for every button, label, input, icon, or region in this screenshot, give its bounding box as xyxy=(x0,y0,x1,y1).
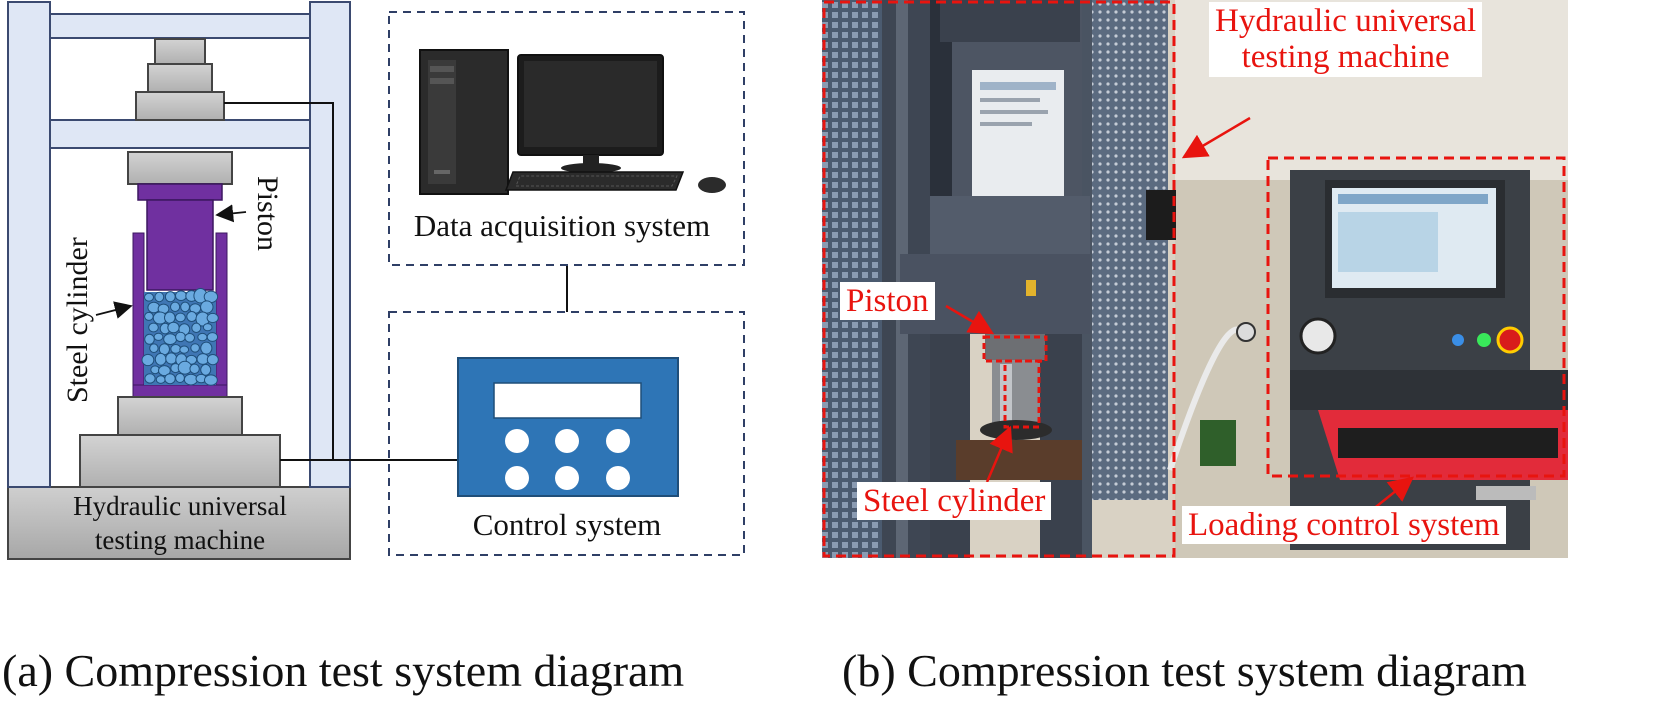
label-machine-a-line1: Hydraulic universal xyxy=(73,491,287,521)
box-piston-b xyxy=(982,335,1048,363)
caption-b: (b) Compression test system diagram xyxy=(842,645,1527,696)
emergency-stop-icon xyxy=(1496,326,1524,354)
lower-base-block xyxy=(79,434,281,488)
aggregate-particle xyxy=(206,312,219,324)
wire-top xyxy=(224,102,334,460)
mesh-guard xyxy=(822,0,882,558)
label-machine-b-line1: Hydraulic universal xyxy=(1215,3,1477,39)
aggregate-particle xyxy=(144,292,154,302)
aggregate-particle xyxy=(148,322,159,333)
aggregate-particle xyxy=(204,374,218,386)
aggregate-particle xyxy=(206,332,219,342)
label-steel-cylinder-a: Steel cylinder xyxy=(61,237,94,403)
aggregate-particle xyxy=(153,332,164,341)
label-piston-a: Piston xyxy=(251,176,284,251)
label-steel-cylinder-b: Steel cylinder xyxy=(857,482,1052,521)
aggregate-particle xyxy=(197,332,208,342)
aggregate-particle xyxy=(200,300,214,314)
panel-b-photo xyxy=(822,0,1568,558)
aggregate-particle xyxy=(200,341,213,355)
piston-rod xyxy=(146,199,214,291)
label-machine-a-line2: testing machine xyxy=(95,525,265,555)
aggregate-particle xyxy=(164,311,176,324)
aggregate-particle xyxy=(149,343,159,354)
mouse-icon xyxy=(698,177,726,193)
controller-icon xyxy=(457,357,679,497)
top-crossbeam xyxy=(49,13,311,39)
aggregate-particle xyxy=(175,331,186,343)
label-control-system: Control system xyxy=(473,507,662,542)
arrow-piston-b xyxy=(945,304,995,335)
aggregate-particle xyxy=(167,321,180,334)
label-data-acquisition: Data acquisition system xyxy=(414,208,710,243)
aggregate-particle xyxy=(144,311,154,321)
aggregate-particle xyxy=(179,345,190,354)
machine-base xyxy=(7,486,351,560)
lower-block xyxy=(117,396,243,436)
aggregate-particle xyxy=(163,333,178,346)
box-machine-b xyxy=(822,0,1176,558)
data-acquisition-box: Data acquisition system xyxy=(388,11,745,266)
aggregate-particle xyxy=(200,363,212,376)
upper-block-1 xyxy=(154,38,206,65)
aggregate-particle xyxy=(191,322,202,333)
upper-block-2 xyxy=(147,63,213,93)
machine-side-panel xyxy=(1090,0,1168,500)
aggregate-particle xyxy=(155,375,166,384)
aggregate-particle xyxy=(186,311,198,322)
aggregate-particle xyxy=(144,373,156,384)
aggregate-particle xyxy=(202,323,213,332)
piston-cap xyxy=(137,183,223,201)
arrow-loading-control-b xyxy=(1371,476,1414,511)
aggregate-particle xyxy=(154,352,167,366)
box-loading-control-b xyxy=(1266,156,1566,478)
label-piston-b: Piston xyxy=(840,282,935,321)
aggregate-particle xyxy=(164,291,176,303)
label-machine-b-line2: testing machine xyxy=(1241,39,1450,76)
aggregate-particle xyxy=(154,291,165,303)
computer-tower-icon xyxy=(419,49,509,195)
pressure-gauge-icon xyxy=(1299,317,1337,355)
aggregate-particle xyxy=(180,301,191,313)
steel-cylinder-arrow xyxy=(95,301,133,319)
right-column xyxy=(309,1,351,488)
panel-a-testing-machine: Piston Steel cylinder Hydraulic universa… xyxy=(7,1,568,560)
label-loading-control-b: Loading control system xyxy=(1182,506,1506,545)
caption-a: (a) Compression test system diagram xyxy=(2,645,685,696)
loading-plate xyxy=(127,151,233,185)
aggregate-particle xyxy=(170,301,181,312)
aggregate-particle xyxy=(175,373,185,383)
monitor-icon xyxy=(517,54,664,173)
steel-cylinder-bottom xyxy=(132,384,228,398)
aggregate-particle xyxy=(175,290,187,302)
piston-arrow xyxy=(215,204,247,223)
aggregate-particle xyxy=(141,353,155,367)
aggregate-particle xyxy=(189,363,200,374)
aggregate-particle xyxy=(165,352,178,365)
aggregate-particle xyxy=(175,312,186,323)
aggregate-particle xyxy=(164,373,176,385)
aggregate-particle xyxy=(206,354,219,366)
aggregate-particle xyxy=(184,333,195,343)
aggregate-particle xyxy=(183,373,198,386)
control-system-box: Control system xyxy=(388,311,745,556)
left-column xyxy=(7,1,51,488)
label-machine-b: Hydraulic universal testing machine xyxy=(1209,2,1483,77)
aggregate-sample xyxy=(141,288,219,386)
aggregate-particle xyxy=(158,365,171,377)
arrow-machine-b xyxy=(1181,116,1251,159)
arrow-steel-cylinder-b xyxy=(985,425,1013,483)
keyboard-icon xyxy=(504,171,685,191)
upper-block-3 xyxy=(135,91,225,121)
aggregate-particle xyxy=(170,344,182,354)
middle-crossbeam xyxy=(49,119,311,149)
aggregate-particle xyxy=(190,343,200,353)
aggregate-particle xyxy=(144,333,155,345)
